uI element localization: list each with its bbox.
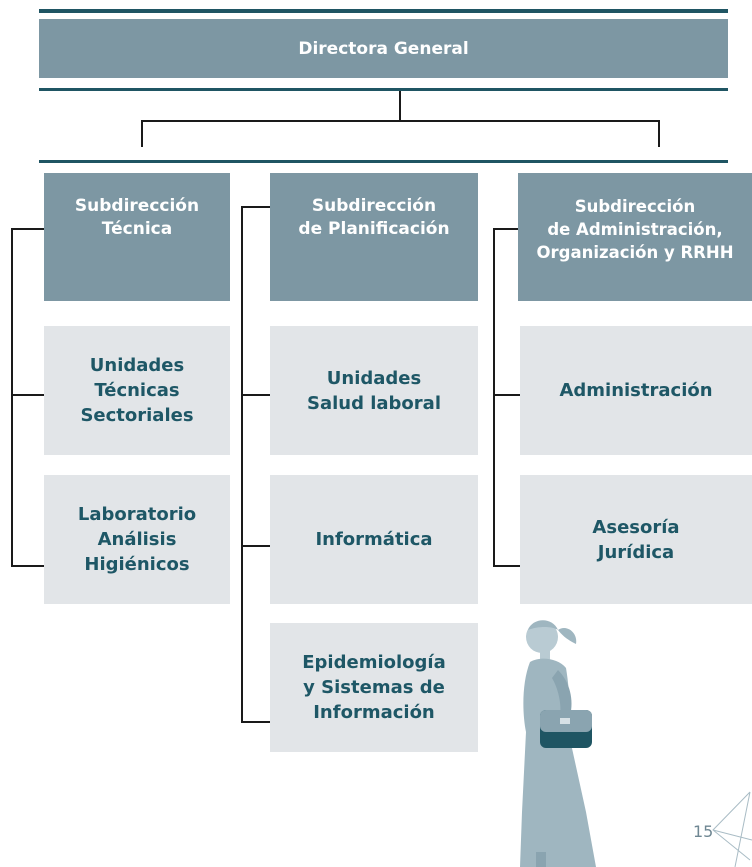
top-rule [39, 9, 728, 13]
director-general-box: Directora General [39, 19, 728, 78]
col1-tick-unit2 [11, 565, 44, 567]
col2-tick-unit1 [241, 394, 270, 396]
col3-unit-box: Asesoría Jurídica [520, 475, 752, 604]
top-connector-left-drop [141, 120, 143, 147]
col1-unit-box: Laboratorio Análisis Higiénicos [44, 475, 230, 604]
section-rule [39, 160, 728, 163]
page-number: 15 [693, 822, 714, 841]
woman-illustration [520, 620, 596, 867]
col2-tick-unit3 [241, 721, 270, 723]
col1-unit-box: Unidades Técnicas Sectoriales [44, 326, 230, 455]
corner-decoration [712, 791, 752, 867]
col2-spine [241, 206, 243, 723]
col2-tick-head [241, 206, 270, 208]
col3-tick-unit2 [493, 565, 520, 567]
col3-spine [493, 228, 495, 567]
col1-spine [11, 228, 13, 567]
col3-tick-head [493, 228, 518, 230]
col3-tick-unit1 [493, 394, 520, 396]
col1-tick-head [11, 228, 44, 230]
top-connector-horizontal [141, 120, 660, 122]
col1-tick-unit1 [11, 394, 44, 396]
title-rule [39, 88, 728, 91]
col2-unit-box: Informática [270, 475, 478, 604]
col1-head-box: Subdirección Técnica [44, 173, 230, 301]
top-connector-right-drop [658, 120, 660, 147]
col2-head-box: Subdirección de Planificación [270, 173, 478, 301]
col2-unit-box: Unidades Salud laboral [270, 326, 478, 455]
col3-unit-box: Administración [520, 326, 752, 455]
col2-unit-box: Epidemiología y Sistemas de Información [270, 623, 478, 752]
top-connector-vertical [399, 91, 401, 121]
col3-head-box: Subdirección de Administración, Organiza… [518, 173, 752, 301]
col2-tick-unit2 [241, 545, 270, 547]
